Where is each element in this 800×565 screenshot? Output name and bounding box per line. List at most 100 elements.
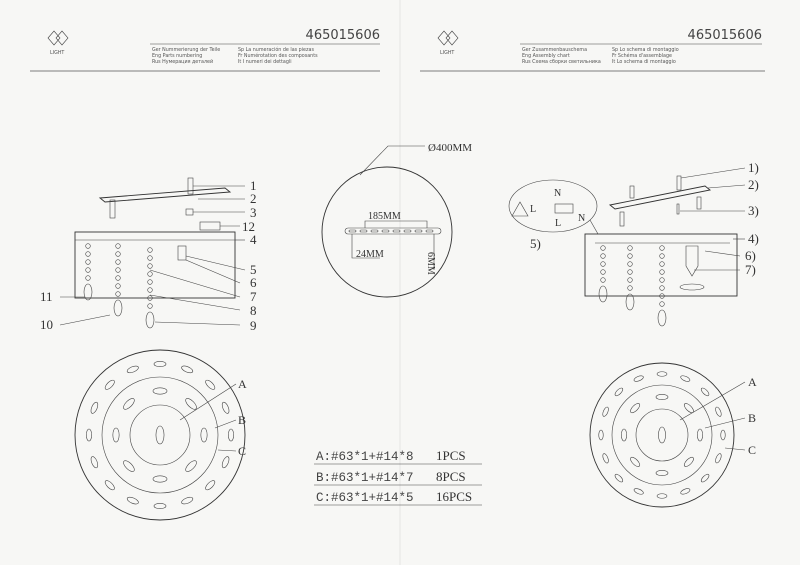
caption-it: It I numeri dei dettagli xyxy=(238,59,292,65)
caption-sp: Sp La numeración de las piezas xyxy=(238,46,314,53)
product-code: 465015606 xyxy=(306,28,380,43)
crystal-bead xyxy=(659,285,665,291)
crystal-bead xyxy=(85,251,91,257)
part-label: 8 xyxy=(250,303,257,318)
caption-fr: Fr Schéma d'assemblage xyxy=(612,52,672,59)
crystal-mark xyxy=(598,429,604,441)
crystal-mark xyxy=(123,460,135,472)
crystal-drop xyxy=(145,311,155,329)
dimension-detail: Ø400MM 185MM 24MM 6MM xyxy=(321,142,472,298)
brand-logo: LIGHT xyxy=(437,30,459,56)
part-label: 3) xyxy=(748,203,759,218)
logo-text: LIGHT xyxy=(440,50,454,56)
crystal-mark xyxy=(205,480,216,491)
crystal-mark xyxy=(602,406,609,417)
crystal-bead xyxy=(659,293,665,299)
bracket-slot xyxy=(403,229,412,233)
crystal-ring-layout: A B C xyxy=(74,349,247,521)
part-label: 2) xyxy=(748,177,759,192)
bracket-slot xyxy=(392,229,401,233)
crystal-mark xyxy=(90,456,99,469)
crystal-bead xyxy=(147,263,153,269)
crystal-bead xyxy=(147,271,153,277)
crystal-mark xyxy=(153,503,167,510)
caption-eng: Eng Parts numbering xyxy=(152,53,202,59)
crystal-bead xyxy=(115,275,121,281)
crystal-mark xyxy=(104,480,115,491)
caption-rus: Rus Схема сборки светильника xyxy=(522,59,601,65)
live-label: L xyxy=(530,204,536,215)
live-label: L xyxy=(555,218,561,229)
crystal-mark xyxy=(205,379,216,390)
part-label: 7 xyxy=(250,289,257,304)
crystal-bead xyxy=(147,287,153,293)
table-row: B:#63*1+#14*7 8PCS xyxy=(314,469,482,486)
crystal-bead xyxy=(85,259,91,265)
crystal-bead xyxy=(659,245,665,251)
crystal-bead xyxy=(627,245,633,251)
part-label: 6 xyxy=(250,275,257,290)
crystal-mark xyxy=(633,375,644,382)
crystal-mark xyxy=(90,401,99,414)
crystal-bead xyxy=(600,261,606,267)
crystal-mark xyxy=(656,371,668,377)
crystal-drop xyxy=(113,299,123,317)
part-label: 4 xyxy=(250,232,257,247)
crystal-mark xyxy=(123,398,135,410)
crystal-mark xyxy=(700,473,710,483)
part-label: 5 xyxy=(250,262,257,277)
bracket-slot xyxy=(425,229,434,233)
crystal-mark xyxy=(683,456,694,467)
crystal-mark xyxy=(181,365,194,374)
ring-label-b: B xyxy=(748,411,756,425)
crystal-bead xyxy=(115,267,121,273)
lamp-holder xyxy=(177,245,187,261)
bracket-slot xyxy=(414,229,423,233)
crystal-mark xyxy=(221,401,230,414)
crystal-bead xyxy=(659,261,665,267)
ring-label-a: A xyxy=(748,375,757,389)
crystal-mark xyxy=(221,456,230,469)
crystal-drop xyxy=(657,309,667,327)
crystal-mark xyxy=(655,393,669,400)
row-qty: 8PCS xyxy=(436,469,466,484)
crystal-bead xyxy=(659,301,665,307)
crystal-bead xyxy=(600,277,606,283)
wiring-detail xyxy=(508,179,598,233)
bracket-slot xyxy=(348,229,357,233)
part-label: 6) xyxy=(745,248,756,263)
crystal-mark xyxy=(614,387,624,397)
part-label: 1 xyxy=(250,178,257,193)
terminal-block xyxy=(554,203,574,214)
crystal-mark xyxy=(720,429,726,441)
crystal-bead xyxy=(115,283,121,289)
crystal-mark xyxy=(680,375,691,382)
caption-it: It Lo schema di montaggio xyxy=(612,59,676,65)
row-qty: 16PCS xyxy=(436,489,472,504)
bulb xyxy=(685,245,699,277)
part-label: 7) xyxy=(745,262,756,277)
crystal-bead xyxy=(147,295,153,301)
row-qty: 1PCS xyxy=(436,448,466,463)
spacing-label: 185MM xyxy=(368,211,401,222)
crystal-mark xyxy=(697,428,704,442)
bracket-slot xyxy=(370,229,379,233)
crystal-bead xyxy=(85,275,91,281)
part-label: 2 xyxy=(250,191,257,206)
crystal-bead xyxy=(600,269,606,275)
crystal-drop xyxy=(625,293,635,311)
crystal-mark xyxy=(658,426,666,444)
crystal-mark xyxy=(614,473,624,483)
caption-rus: Rus Нумерация деталей xyxy=(152,58,213,65)
screw xyxy=(109,199,116,219)
crystal-mark xyxy=(602,453,609,464)
part-label: 10 xyxy=(40,317,53,332)
crystal-bead xyxy=(627,285,633,291)
part-label: 4) xyxy=(748,231,759,246)
crystal-bead xyxy=(659,253,665,259)
crystal-mark xyxy=(85,428,92,442)
crystal-mark xyxy=(630,403,641,414)
brand-logo: LIGHT xyxy=(47,30,69,56)
crystal-bead xyxy=(115,291,121,297)
